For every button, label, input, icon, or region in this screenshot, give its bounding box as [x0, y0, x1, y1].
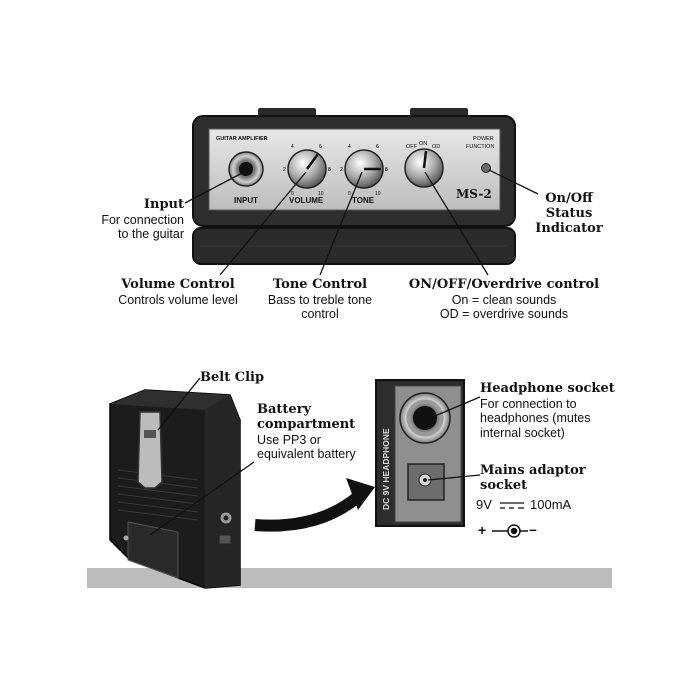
panel-input-label: INPUT [234, 196, 258, 205]
battery-callout-desc-1: Use PP3 or [257, 432, 321, 447]
tone-callout-title: Tone Control [272, 277, 368, 292]
top-leader-lines [184, 169, 539, 276]
headphone-callout-desc-3: internal socket) [480, 425, 565, 440]
overdrive-callout-desc-1: On = clean sounds [451, 292, 557, 307]
panel-power-label-2: FUNCTION [466, 144, 494, 150]
status-callout-title-1: On/Off [545, 191, 593, 206]
headphone-callout-desc-2: headphones (mutes [480, 411, 591, 426]
side-panel-label: DC 9V HEADPHONE [381, 428, 391, 510]
switch-on-label: ON [419, 141, 427, 147]
battery-callout-title-2: compartment [257, 416, 356, 432]
volume-scale-10: 10 [318, 191, 324, 197]
power-led-icon [481, 163, 491, 173]
volume-scale-0: 0 [291, 191, 294, 197]
mains-rating-voltage: 9V [476, 497, 492, 512]
overdrive-callout-title: ON/OFF/Overdrive control [408, 277, 600, 292]
volume-knob-icon [287, 149, 327, 189]
amp-front [192, 108, 516, 265]
volume-scale-6: 6 [319, 144, 322, 150]
bottom-leader-lines [149, 377, 481, 536]
overdrive-knob-icon [404, 148, 444, 188]
input-callout-desc-2: to the guitar [117, 227, 184, 242]
headphone-socket-icon [399, 392, 451, 444]
tone-scale-2: 2 [340, 167, 343, 173]
volume-callout-title: Volume Control [121, 277, 235, 292]
input-callout-desc-1: For connection [101, 212, 184, 227]
panel-volume-label: VOLUME [289, 196, 324, 205]
polarity-plus: + [478, 522, 487, 538]
volume-scale-8: 8 [328, 167, 331, 173]
side-panel-zoom [375, 379, 465, 527]
mains-socket-icon [407, 463, 445, 501]
input-callout-title: Input [143, 197, 184, 212]
mains-callout-title-1: Mains adaptor [480, 463, 586, 478]
panel-brand: GUITAR AMPLIFIER [216, 136, 268, 142]
switch-off-label: OFF [406, 144, 418, 150]
mains-rating-current: 100mA [530, 497, 572, 512]
tone-scale-6: 6 [376, 144, 379, 150]
panel-tone-label: TONE [352, 196, 375, 205]
dc-symbol-icon [500, 502, 524, 509]
switch-od-label: OD [432, 144, 440, 150]
status-callout-title-2: Status [545, 205, 593, 221]
tone-scale-8: 8 [385, 167, 388, 173]
volume-callout-desc: Controls volume level [118, 292, 238, 307]
tone-scale-4: 4 [348, 144, 351, 150]
tone-scale-10: 10 [375, 191, 381, 197]
polarity-minus: – [529, 521, 537, 537]
tone-callout-desc-2: control [301, 307, 339, 322]
volume-scale-2: 2 [283, 167, 286, 173]
headphone-callout-title: Headphone socket [480, 381, 615, 396]
volume-scale-4: 4 [291, 144, 294, 150]
belt-clip-callout-title: Belt Clip [200, 370, 265, 385]
battery-callout-title-1: Battery [257, 402, 312, 417]
battery-callout-desc-2: equivalent battery [257, 447, 356, 462]
tone-callout-desc-1: Bass to treble tone [267, 292, 373, 307]
polarity-symbol-icon [492, 524, 528, 538]
overdrive-callout-desc-2: OD = overdrive sounds [439, 307, 569, 322]
panel-power-label-1: POWER [473, 136, 494, 142]
tone-knob-icon [344, 149, 384, 189]
input-jack-icon [228, 151, 264, 187]
tone-scale-0: 0 [348, 191, 351, 197]
headphone-callout-desc-1: For connection to [480, 396, 577, 411]
mains-callout-title-2: socket [480, 477, 528, 493]
amp-side-view [109, 389, 241, 589]
panel-model: MS-2 [456, 187, 492, 201]
status-callout-title-3: Indicator [535, 220, 603, 236]
belt-clip-icon [137, 411, 163, 489]
arrow-icon [254, 490, 364, 532]
